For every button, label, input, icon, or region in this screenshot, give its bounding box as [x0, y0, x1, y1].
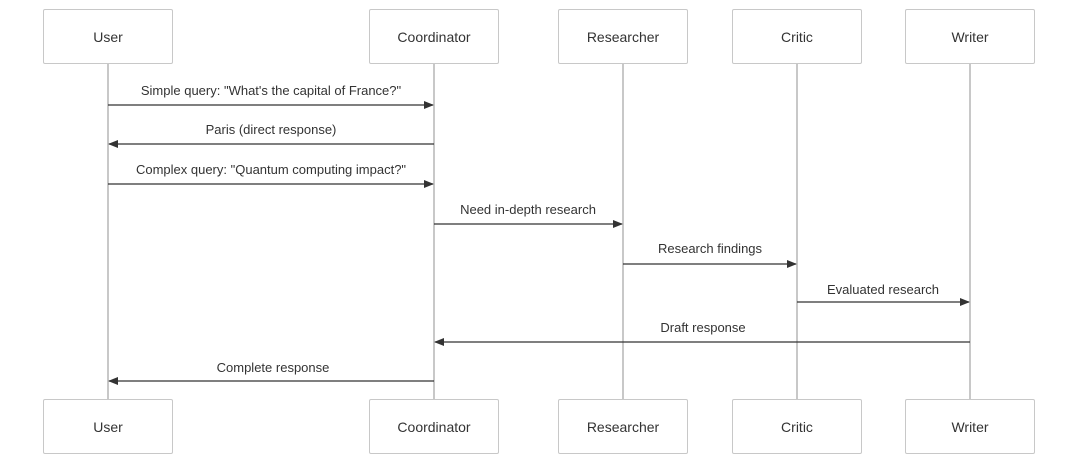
actor-label: Critic [781, 418, 813, 435]
message-label-3: Complex query: "Quantum computing impact… [135, 162, 407, 177]
message-label-6: Evaluated research [826, 282, 940, 297]
actor-label: Coordinator [397, 418, 471, 435]
actor-label: Writer [951, 28, 989, 45]
actor-label: Researcher [586, 28, 660, 45]
actor-bottom-researcher: Researcher [558, 399, 688, 454]
actor-top-writer: Writer [905, 9, 1035, 64]
actor-label: Critic [781, 28, 813, 45]
actor-label: Writer [951, 418, 989, 435]
actor-label: Researcher [586, 418, 660, 435]
actor-label: User [93, 28, 123, 45]
actor-top-coordinator: Coordinator [369, 9, 499, 64]
actor-top-critic: Critic [732, 9, 862, 64]
actor-label: User [93, 418, 123, 435]
message-label-8: Complete response [216, 360, 330, 375]
message-label-4: Need in-depth research [460, 202, 596, 217]
actor-bottom-coordinator: Coordinator [369, 399, 499, 454]
message-label-5: Research findings [657, 241, 763, 256]
message-label-7: Draft response [660, 320, 746, 335]
actor-bottom-critic: Critic [732, 399, 862, 454]
actor-label: Coordinator [397, 28, 471, 45]
message-label-1: Simple query: "What's the capital of Fra… [140, 83, 402, 98]
actor-top-researcher: Researcher [558, 9, 688, 64]
message-label-2: Paris (direct response) [205, 122, 337, 137]
actor-bottom-user: User [43, 399, 173, 454]
actor-bottom-writer: Writer [905, 399, 1035, 454]
actor-top-user: User [43, 9, 173, 64]
